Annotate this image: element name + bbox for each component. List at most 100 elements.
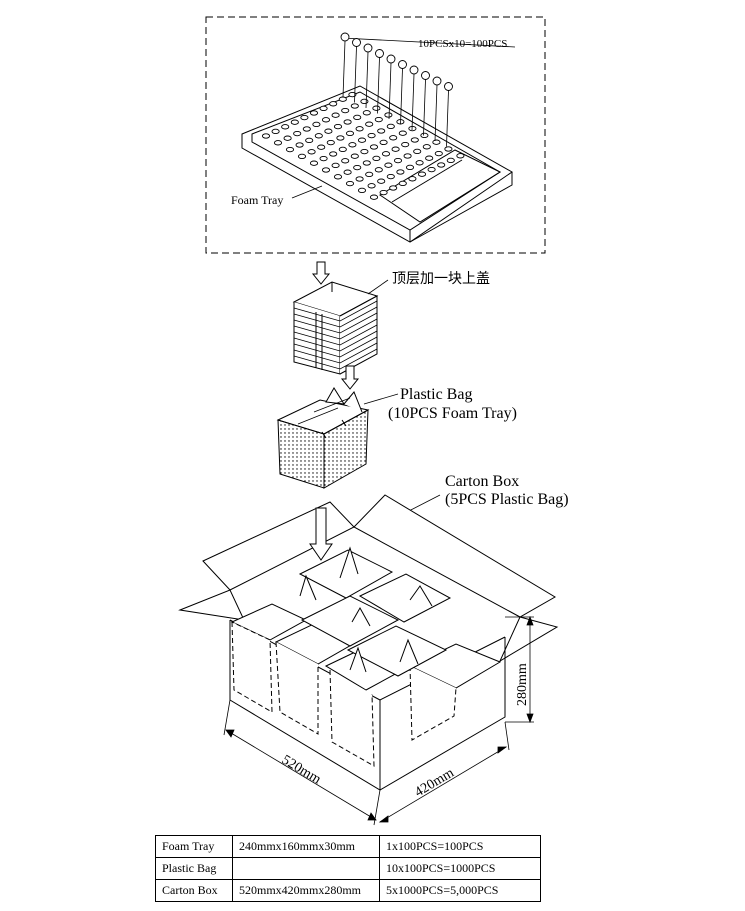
pcs-formula-label: 10PCSx10=100PCS bbox=[418, 38, 507, 50]
tray-part bbox=[326, 139, 335, 146]
table-cell-item: Plastic Bag bbox=[155, 857, 233, 880]
down-arrow-icon bbox=[309, 507, 333, 561]
tray-part bbox=[324, 128, 333, 134]
tray-part bbox=[444, 146, 453, 152]
stack-layer-line bbox=[293, 330, 378, 352]
tray-part bbox=[343, 169, 352, 175]
tray-part bbox=[341, 107, 350, 114]
part-icon bbox=[421, 71, 430, 80]
tray-part bbox=[295, 142, 304, 148]
tray-part-rows bbox=[261, 91, 465, 200]
tray-part bbox=[293, 130, 302, 137]
callout-line bbox=[446, 90, 449, 147]
carton-box-title: Carton Box bbox=[445, 473, 519, 490]
table-cell-size: 240mmx160mmx30mm bbox=[232, 835, 380, 858]
part-callouts bbox=[340, 32, 453, 147]
tray-part bbox=[338, 96, 347, 102]
pcs-leader-lines bbox=[341, 37, 516, 48]
tray-part bbox=[389, 135, 398, 141]
stack-layer-line bbox=[293, 300, 378, 322]
tray-part bbox=[377, 178, 386, 184]
down-arrow-icon bbox=[311, 261, 331, 285]
tray-part bbox=[410, 137, 419, 143]
height-dimension bbox=[505, 615, 534, 724]
tray-part bbox=[355, 176, 364, 182]
tray-part bbox=[401, 141, 410, 148]
part-icon bbox=[386, 54, 396, 64]
stack-band bbox=[315, 312, 323, 370]
tray-part bbox=[393, 157, 403, 164]
tray-part bbox=[379, 139, 388, 146]
callout-line bbox=[365, 51, 369, 109]
tray-part bbox=[422, 144, 431, 150]
stack-layer-line bbox=[293, 318, 378, 340]
tray-part bbox=[386, 173, 395, 180]
callout-line bbox=[354, 46, 357, 103]
tray-part bbox=[357, 137, 367, 143]
tray-part bbox=[321, 117, 331, 123]
tray-part bbox=[281, 124, 290, 130]
down-arrow-icon bbox=[340, 365, 360, 390]
stack-layer-line bbox=[293, 312, 378, 334]
tray-part bbox=[427, 166, 436, 173]
tray-part bbox=[432, 139, 441, 145]
tray-part bbox=[273, 140, 283, 146]
plastic-bag-leader bbox=[363, 393, 399, 405]
tray-part bbox=[285, 146, 295, 153]
table-cell-item: Foam Tray bbox=[155, 835, 233, 858]
tray-part bbox=[405, 164, 415, 171]
tray-part bbox=[360, 98, 369, 105]
tray-part bbox=[350, 153, 359, 159]
table-cell-item: Carton Box bbox=[155, 879, 233, 902]
stack-layer-line bbox=[293, 336, 378, 358]
stack-layer-line bbox=[293, 348, 378, 370]
tray-part bbox=[305, 137, 314, 144]
callout-line bbox=[342, 40, 346, 98]
tray-part bbox=[331, 162, 340, 169]
tray-part bbox=[374, 116, 383, 123]
length-dimension bbox=[223, 699, 381, 826]
bags-in-box bbox=[230, 546, 502, 767]
tray-part bbox=[290, 119, 299, 125]
tray-part bbox=[408, 176, 417, 182]
tray-part bbox=[338, 146, 347, 153]
tray-part bbox=[341, 158, 350, 164]
tray-part bbox=[365, 171, 374, 178]
part-icon bbox=[352, 38, 361, 47]
tray-part bbox=[384, 112, 393, 118]
callout-line bbox=[434, 84, 438, 142]
tray-part bbox=[381, 151, 391, 157]
table-cell-qty: 5x1000PCS=5,000PCS bbox=[379, 879, 541, 902]
stack-layer-lines bbox=[293, 300, 378, 370]
tray-part bbox=[302, 126, 311, 132]
plastic-bag bbox=[276, 387, 370, 489]
tray-part bbox=[350, 103, 359, 109]
tray-part bbox=[384, 162, 393, 168]
part-icon bbox=[444, 82, 453, 91]
table-cell-size: 520mmx420mmx280mm bbox=[232, 879, 380, 902]
length-dimension-label: 520mm bbox=[279, 753, 323, 788]
tray-part bbox=[446, 157, 455, 164]
tray-part bbox=[415, 160, 424, 166]
tray-part bbox=[360, 148, 369, 155]
carton-box-subtitle: (5PCS Plastic Bag) bbox=[445, 491, 569, 508]
tray-part bbox=[271, 128, 280, 135]
tray-part bbox=[413, 148, 422, 155]
tray-part bbox=[348, 142, 357, 148]
tray-part bbox=[319, 105, 328, 112]
foam-tray-label: Foam Tray bbox=[231, 193, 283, 207]
tray-part bbox=[307, 149, 316, 155]
stack-layer-line bbox=[293, 306, 378, 328]
tray-part bbox=[417, 171, 427, 177]
part-icon bbox=[363, 43, 373, 53]
tray-part bbox=[336, 135, 345, 141]
tray-part bbox=[434, 150, 443, 157]
tray-part bbox=[362, 110, 371, 116]
tray-part bbox=[317, 144, 326, 150]
tray-part bbox=[331, 112, 340, 118]
tray-part bbox=[456, 153, 465, 159]
tray-part bbox=[369, 144, 379, 150]
